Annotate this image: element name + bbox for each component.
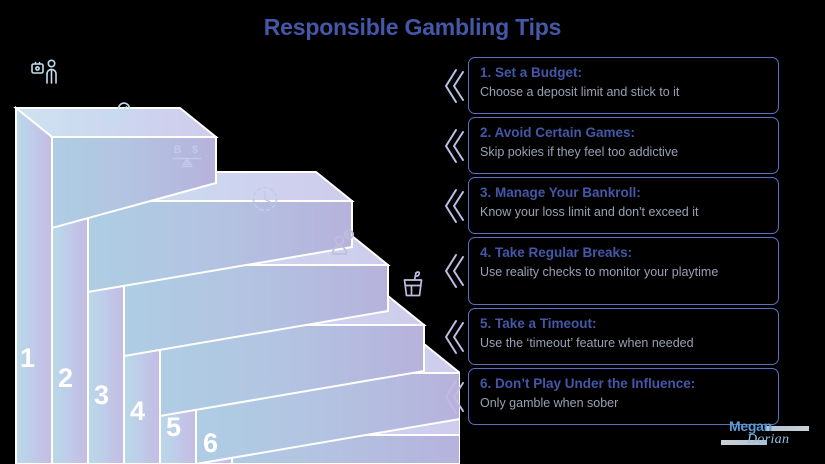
budget-person-icon (29, 56, 63, 90)
game-controller-check-icon (100, 100, 134, 134)
tip-row-6: 6. Don’t Play Under the Influence: Only … (443, 368, 779, 425)
svg-text:$: $ (192, 144, 198, 156)
tip-row-4: 4. Take Regular Breaks: Use reality chec… (443, 237, 779, 305)
tip-title-4: 4. Take Regular Breaks: (480, 245, 633, 260)
tip-body-5: Use the ‘timeout’ feature when needed (480, 335, 694, 350)
staircase-graphic (13, 105, 460, 464)
tip-row-1: 1. Set a Budget: Choose a deposit limit … (443, 57, 779, 114)
tip-title-3: 3. Manage Your Bankroll: (480, 185, 641, 200)
tip-body-2: Skip pokies if they feel too addictive (480, 144, 679, 159)
logo-name-secondary: Dorian (747, 432, 790, 447)
tip-row-3: 3. Manage Your Bankroll: Know your loss … (443, 177, 779, 234)
chevron-left-icon-5 (443, 317, 465, 357)
brand-logo: Megan Dorian (719, 418, 811, 454)
tip-panel-5[interactable]: 5. Take a Timeout: Use the ‘timeout’ fea… (468, 308, 779, 365)
tips-list: 1. Set a Budget: Choose a deposit limit … (443, 57, 779, 428)
tip-panel-6[interactable]: 6. Don’t Play Under the Influence: Only … (468, 368, 779, 425)
chevron-left-icon-1 (443, 66, 465, 106)
chevron-left-icon-3 (443, 186, 465, 226)
page-title: Responsible Gambling Tips (263, 14, 562, 40)
logo-stripe-bottom (721, 440, 767, 445)
chevron-left-icon-6 (443, 377, 465, 417)
tip-panel-3[interactable]: 3. Manage Your Bankroll: Know your loss … (468, 177, 779, 234)
tip-row-5: 5. Take a Timeout: Use the ‘timeout’ fea… (443, 308, 779, 365)
drink-glass-icon (396, 267, 430, 301)
tip-title-1: 1. Set a Budget: (480, 65, 583, 80)
tip-body-6: Only gamble when sober (480, 395, 619, 410)
chevron-left-icon-2 (443, 126, 465, 166)
tip-panel-1[interactable]: 1. Set a Budget: Choose a deposit limit … (468, 57, 779, 114)
dashed-clock-icon (248, 182, 282, 216)
tip-panel-4[interactable]: 4. Take Regular Breaks: Use reality chec… (468, 237, 779, 305)
svg-text:B: B (174, 144, 182, 156)
logo-name-primary: Megan (729, 418, 772, 434)
tip-row-2: 2. Avoid Certain Games: Skip pokies if t… (443, 117, 779, 174)
tip-body-3: Know your loss limit and don't exceed it (480, 204, 699, 219)
tip-title-2: 2. Avoid Certain Games: (480, 125, 636, 140)
tip-body-1: Choose a deposit limit and stick to it (480, 84, 680, 99)
tip-body-4: Use reality checks to monitor your playt… (480, 264, 719, 279)
tip-panel-2[interactable]: 2. Avoid Certain Games: Skip pokies if t… (468, 117, 779, 174)
balance-scale-icon: B $ (170, 140, 204, 174)
chevron-left-icon-4 (443, 251, 465, 291)
timeout-person-icon (325, 226, 359, 260)
logo-stripe-top (765, 426, 809, 431)
tip-title-5: 5. Take a Timeout: (480, 316, 597, 331)
tip-title-6: 6. Don’t Play Under the Influence: (480, 376, 696, 391)
